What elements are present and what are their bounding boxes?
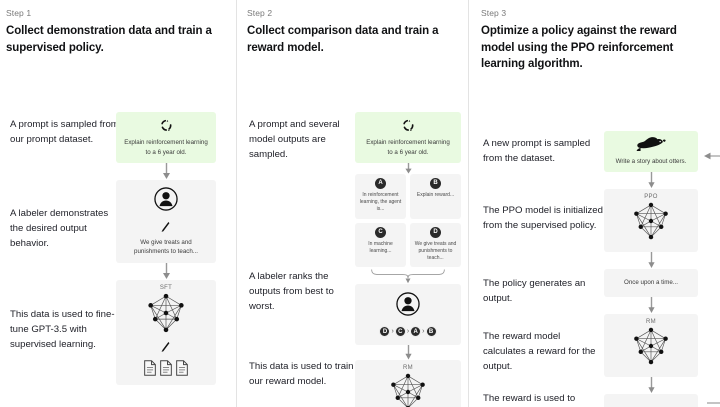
pencil-icon <box>121 219 211 237</box>
step-3-title: Optimize a policy against the reward mod… <box>481 25 677 71</box>
step-3-note-2: The PPO model is initialized from the su… <box>483 205 603 231</box>
otter-icon <box>636 137 666 156</box>
option-badge-a: A <box>375 177 386 189</box>
prompt-card[interactable]: Write a story about otters. <box>604 131 698 173</box>
rank-item-2: C <box>394 326 406 338</box>
recycle-icon <box>159 120 174 137</box>
model-outputs-grid: A In reinforcement learning, the agent i… <box>355 173 461 268</box>
step-1-body: A prompt is sampled from our prompt data… <box>6 70 236 390</box>
step-2-label: Step 2 <box>247 8 273 18</box>
step-1-label: Step 1 <box>6 8 32 18</box>
step-3-note-4: The reward model calculates a reward for… <box>483 331 596 372</box>
option-text-a: In reinforcement learning, the agent is.… <box>359 191 402 213</box>
documents-icon <box>121 359 211 376</box>
output-option[interactable]: D We give treats and punishments to teac… <box>410 222 461 268</box>
ppo-policy-card[interactable]: PPO <box>604 189 698 253</box>
arrow-down <box>604 376 698 394</box>
rank-item-4: B <box>425 326 437 338</box>
step-2-note-1: A prompt and several model outputs are s… <box>249 119 340 161</box>
policy-output-text: Once upon a time... <box>624 279 678 287</box>
sft-model-card[interactable]: SFT <box>116 279 216 385</box>
pencil-icon <box>121 339 211 357</box>
rank-item-3: A <box>410 326 422 338</box>
step-2-note-2: A labeler ranks the outputs from best to… <box>249 271 334 313</box>
policy-output-card[interactable]: Once upon a time... <box>604 269 698 297</box>
step-3-note-1: A new prompt is sampled from the dataset… <box>483 138 591 164</box>
arrow-down <box>116 162 216 180</box>
rank-separator: › <box>391 328 394 336</box>
rank-separator: › <box>422 328 425 336</box>
prompt-card[interactable]: Explain reinforcement learning to a 6 ye… <box>355 112 461 163</box>
rank-item-1: D <box>379 326 391 338</box>
prompt-card-text: Write a story about otters. <box>615 158 687 166</box>
step-2-title: Collect comparison data and train a rewa… <box>247 25 439 54</box>
step-3-note-5: The reward is used to update the policy … <box>483 393 576 405</box>
ranking-row: D › C › A › B <box>360 326 456 338</box>
recycle-icon <box>401 120 416 137</box>
reward-symbol: r <box>647 405 652 407</box>
prompt-card[interactable]: Explain reinforcement learning to a 6 ye… <box>116 112 216 163</box>
output-option[interactable]: C In machine learning... <box>355 222 406 268</box>
neural-net-icon <box>629 327 673 369</box>
option-badge-d: D <box>430 226 441 238</box>
reward-model-card[interactable]: RM <box>355 360 461 407</box>
step-2-body: A prompt and several model outputs are s… <box>247 70 468 407</box>
rm-label: RM <box>403 365 413 372</box>
rank-separator: › <box>406 328 410 336</box>
output-option[interactable]: A In reinforcement learning, the agent i… <box>355 173 406 219</box>
prompt-card-text: Explain reinforcement learning to a 6 ye… <box>124 139 208 156</box>
step-1-column: Step 1 Collect demonstration data and tr… <box>0 0 236 407</box>
step-3-label: Step 3 <box>481 8 507 18</box>
sft-label: SFT <box>159 284 173 291</box>
option-text-d: We give treats and punishments to teach.… <box>414 240 457 262</box>
step-2-column: Step 2 Collect comparison data and train… <box>236 0 468 407</box>
arrow-down <box>116 262 216 280</box>
step-1-note-1: A prompt is sampled from our prompt data… <box>10 119 119 146</box>
labeler-card[interactable]: We give treats and punishments to teach.… <box>116 179 216 263</box>
step-3-body: A new prompt is sampled from the dataset… <box>481 87 720 407</box>
arrow-down <box>604 252 698 269</box>
arrow-down <box>604 172 698 189</box>
option-badge-b: B <box>430 177 441 189</box>
option-badge-c: C <box>375 226 386 238</box>
output-option[interactable]: B Explain reward... <box>410 173 461 219</box>
ppo-label: PPO <box>644 194 658 201</box>
person-icon <box>395 292 421 321</box>
feedback-loop-arrow <box>704 152 720 404</box>
reward-value-card[interactable]: rk <box>604 393 698 407</box>
step-2-flow: Explain reinforcement learning to a 6 ye… <box>355 112 461 407</box>
step-3-note-3: The policy generates an output. <box>483 278 586 304</box>
option-text-c: In machine learning... <box>368 240 393 254</box>
step-1-note-3: This data is used to fine-tune GPT-3.5 w… <box>10 309 115 351</box>
rm-label: RM <box>646 318 656 325</box>
reward-model-card[interactable]: RM <box>604 313 698 377</box>
neural-net-icon <box>629 203 673 244</box>
arrow-down <box>355 162 461 174</box>
step-1-note-2: A labeler demonstrates the desired outpu… <box>10 208 109 250</box>
prompt-card-text: Explain reinforcement learning to a 6 ye… <box>366 139 450 156</box>
step-1-title: Collect demonstration data and train a s… <box>6 25 212 54</box>
person-icon <box>153 187 179 216</box>
option-text-b: Explain reward... <box>416 191 455 198</box>
step-1-flow: Explain reinforcement learning to a 6 ye… <box>116 112 216 385</box>
arrow-down <box>604 296 698 314</box>
arrow-down <box>355 345 461 360</box>
neural-net-icon <box>386 374 430 407</box>
converge-brace <box>355 268 461 284</box>
step-3-flow: Write a story about otters. PPO <box>604 131 698 407</box>
labeler-ranking-card[interactable]: D › C › A › B <box>355 284 461 346</box>
labeler-card-text: We give treats and punishments to teach.… <box>134 238 198 256</box>
step-3-column: Step 3 Optimize a policy against the rew… <box>468 0 720 407</box>
step-2-note-3: This data is used to train our reward mo… <box>249 361 354 388</box>
neural-net-icon <box>143 293 189 337</box>
